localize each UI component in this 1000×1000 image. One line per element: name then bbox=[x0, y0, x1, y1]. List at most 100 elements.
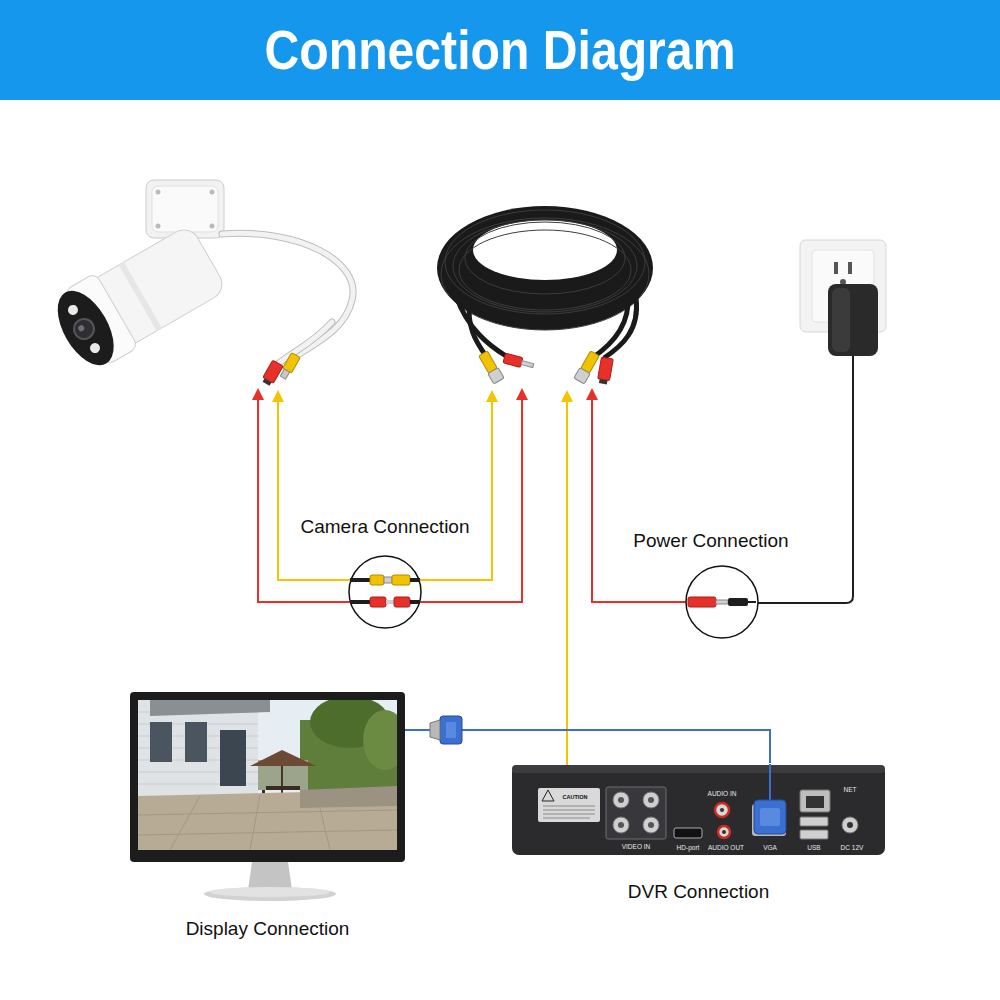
junction-detail bbox=[748, 601, 756, 603]
diagram-title: Connection Diagram bbox=[70, 0, 930, 100]
dvr-recorder bbox=[543, 810, 595, 811]
vga-plug bbox=[769, 764, 771, 802]
dvr-recorder bbox=[715, 803, 729, 817]
junction-detail bbox=[349, 556, 758, 638]
bullet-camera bbox=[45, 220, 230, 376]
dvr-recorder bbox=[643, 817, 659, 833]
dvr-recorder bbox=[800, 790, 830, 812]
monitor bbox=[138, 795, 397, 850]
rca-connector bbox=[280, 369, 289, 379]
signal-wire bbox=[592, 396, 686, 602]
monitor bbox=[266, 786, 300, 790]
power-adapter bbox=[756, 284, 878, 603]
section-label: Power Connection bbox=[633, 531, 788, 552]
title-bar bbox=[0, 0, 1000, 100]
port-label: AUDIO IN bbox=[708, 790, 737, 797]
coiled-cable bbox=[445, 210, 645, 314]
dvr-recorder bbox=[543, 806, 595, 807]
coiled-cable bbox=[441, 218, 649, 330]
signal-wire bbox=[258, 396, 350, 602]
arrowhead bbox=[516, 388, 528, 400]
dvr-recorder bbox=[618, 797, 624, 803]
dc-female-connector bbox=[263, 378, 272, 385]
junction-detail bbox=[410, 600, 420, 604]
coiled-cable bbox=[473, 220, 617, 280]
warning-label: CAUTION bbox=[562, 794, 587, 800]
vga-plug bbox=[760, 808, 780, 826]
monitor bbox=[130, 692, 407, 901]
bnc-connector bbox=[478, 350, 504, 384]
monitor bbox=[248, 862, 292, 890]
dc-male-connector bbox=[503, 353, 535, 370]
monitor bbox=[363, 710, 397, 770]
bullet-camera bbox=[70, 315, 97, 342]
bullet-camera bbox=[146, 180, 224, 238]
dvr-recorder bbox=[648, 797, 654, 803]
junction-detail bbox=[728, 598, 748, 606]
vga-plug bbox=[430, 716, 786, 834]
junction-detail bbox=[688, 597, 716, 607]
arrowhead bbox=[561, 390, 573, 402]
monitor bbox=[130, 692, 405, 862]
coiled-cable bbox=[437, 206, 653, 358]
dvr-recorder bbox=[512, 765, 885, 855]
monitor bbox=[250, 750, 316, 766]
camera-pigtail bbox=[278, 322, 332, 364]
node-caption: DVR Connection bbox=[628, 881, 770, 903]
coiled-cable bbox=[465, 222, 625, 294]
power-adapter bbox=[832, 288, 850, 352]
vga-plug bbox=[754, 800, 786, 834]
monitor bbox=[138, 830, 397, 835]
dvr-recorder bbox=[543, 814, 595, 815]
arrowhead bbox=[486, 390, 498, 402]
bullet-camera bbox=[156, 224, 161, 229]
dvr-recorder bbox=[512, 765, 885, 855]
junction-detail bbox=[349, 556, 421, 628]
coiled-cable bbox=[456, 296, 506, 356]
dvr-recorder bbox=[543, 818, 590, 819]
dvr-recorder bbox=[542, 790, 554, 801]
coiled-cable bbox=[592, 296, 628, 358]
node-caption: Display Connection bbox=[186, 918, 350, 940]
dvr-recorder bbox=[648, 822, 654, 828]
coiled-cable bbox=[453, 220, 637, 312]
power-adapter bbox=[828, 284, 878, 356]
bullet-camera bbox=[152, 186, 218, 232]
monitor bbox=[210, 887, 330, 897]
arrowhead bbox=[272, 390, 284, 402]
monitor bbox=[204, 887, 336, 901]
monitor bbox=[170, 796, 200, 850]
dvr-recorder bbox=[806, 796, 824, 808]
junction-detail bbox=[392, 575, 410, 585]
junction-detail bbox=[394, 597, 410, 607]
camera-pigtail bbox=[222, 233, 353, 356]
bullet-camera bbox=[77, 324, 85, 332]
signal-wire bbox=[420, 396, 522, 602]
wall-outlet bbox=[834, 262, 838, 274]
camera-pigtail bbox=[222, 233, 353, 364]
dvr-node: DVR Connection bbox=[512, 763, 885, 903]
port-label: USB bbox=[807, 844, 820, 851]
port-label: VGA bbox=[763, 844, 777, 851]
dvr-recorder bbox=[720, 808, 724, 812]
monitor bbox=[250, 795, 260, 850]
dvr-recorder bbox=[613, 792, 629, 808]
junction-detail bbox=[686, 566, 758, 638]
wall-outlet bbox=[848, 262, 852, 274]
dvr-recorder bbox=[800, 817, 828, 826]
vga-plug bbox=[440, 716, 462, 744]
dvr-recorder bbox=[847, 822, 853, 828]
coiled-cable bbox=[459, 230, 631, 310]
bullet-camera bbox=[156, 190, 161, 195]
junction-detail bbox=[350, 600, 370, 604]
monitor bbox=[150, 700, 270, 716]
port-label: VIDEO IN bbox=[622, 843, 651, 850]
coiled-cable bbox=[441, 210, 649, 330]
display-node: Display Connection bbox=[130, 690, 405, 940]
junction-detail bbox=[370, 597, 386, 607]
monitor bbox=[300, 786, 397, 808]
junction-detail bbox=[350, 578, 370, 582]
port-label: NET bbox=[844, 786, 857, 793]
monitor bbox=[281, 766, 283, 796]
junction-detail bbox=[370, 575, 384, 585]
